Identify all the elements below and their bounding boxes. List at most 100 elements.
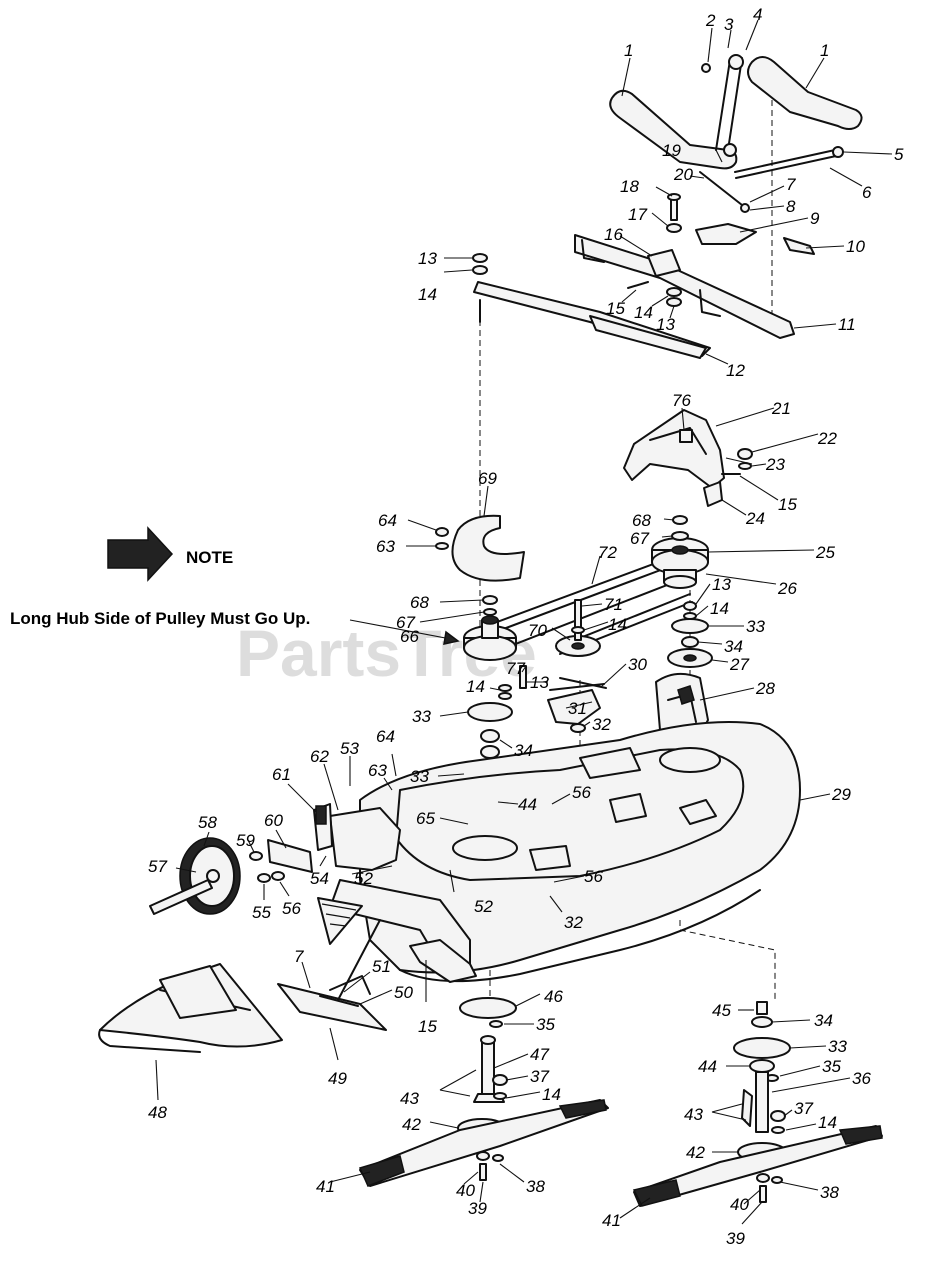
callout-15: 15 bbox=[418, 1017, 437, 1036]
callout-16: 16 bbox=[604, 225, 623, 244]
callout-14: 14 bbox=[466, 677, 485, 696]
callout-52: 52 bbox=[354, 869, 373, 888]
callout-64: 64 bbox=[376, 727, 395, 746]
callout-18: 18 bbox=[620, 177, 639, 196]
callout-64: 64 bbox=[378, 511, 397, 530]
callout-38: 38 bbox=[526, 1177, 545, 1196]
callout-39: 39 bbox=[726, 1229, 745, 1248]
callout-76: 76 bbox=[672, 391, 691, 410]
lift-arms bbox=[609, 54, 863, 170]
callout-32: 32 bbox=[592, 715, 611, 734]
callout-34: 34 bbox=[724, 637, 743, 656]
callout-71: 71 bbox=[604, 595, 623, 614]
callout-54: 54 bbox=[310, 869, 329, 888]
lift-rod bbox=[734, 146, 844, 179]
callout-67: 67 bbox=[396, 613, 415, 632]
blade-assembly-right bbox=[632, 1001, 883, 1207]
belt-guard bbox=[435, 514, 525, 582]
callout-25: 25 bbox=[815, 543, 835, 562]
callout-30: 30 bbox=[628, 655, 647, 674]
callout-61: 61 bbox=[272, 765, 291, 784]
callout-1: 1 bbox=[624, 41, 633, 60]
callout-41: 41 bbox=[316, 1177, 335, 1196]
callout-66: 66 bbox=[400, 627, 419, 646]
callout-14: 14 bbox=[608, 615, 627, 634]
idler-pulley bbox=[555, 599, 601, 657]
deck-hanger-bracket bbox=[473, 234, 795, 359]
callout-27: 27 bbox=[729, 655, 749, 674]
front-hanger bbox=[623, 409, 753, 507]
callout-62: 62 bbox=[310, 747, 329, 766]
idler-arm bbox=[519, 665, 607, 733]
callout-4: 4 bbox=[753, 5, 762, 24]
callout-13: 13 bbox=[712, 575, 731, 594]
callout-32: 32 bbox=[564, 913, 583, 932]
callout-24: 24 bbox=[745, 509, 765, 528]
lift-link bbox=[699, 171, 750, 213]
right-spindle-stack bbox=[667, 601, 713, 668]
callout-34: 34 bbox=[514, 741, 533, 760]
callout-33: 33 bbox=[410, 767, 429, 786]
callout-49: 49 bbox=[328, 1069, 347, 1088]
callout-40: 40 bbox=[730, 1195, 749, 1214]
callout-6: 6 bbox=[862, 183, 872, 202]
callout-14: 14 bbox=[634, 303, 653, 322]
blade-pulley-left bbox=[463, 595, 517, 661]
callout-72: 72 bbox=[598, 543, 617, 562]
callout-57: 57 bbox=[148, 857, 167, 876]
callout-68: 68 bbox=[410, 593, 429, 612]
callout-51: 51 bbox=[372, 957, 391, 976]
callout-48: 48 bbox=[148, 1103, 167, 1122]
callout-10: 10 bbox=[846, 237, 865, 256]
callout-60: 60 bbox=[264, 811, 283, 830]
callout-42: 42 bbox=[402, 1115, 421, 1134]
callout-37: 37 bbox=[530, 1067, 549, 1086]
note-label: NOTE bbox=[186, 548, 233, 567]
callout-44: 44 bbox=[698, 1057, 717, 1076]
callout-55: 55 bbox=[252, 903, 271, 922]
callout-35: 35 bbox=[536, 1015, 555, 1034]
callout-52: 52 bbox=[474, 897, 493, 916]
callout-43: 43 bbox=[684, 1105, 703, 1124]
callout-13: 13 bbox=[656, 315, 675, 334]
callout-33: 33 bbox=[412, 707, 431, 726]
callout-2: 2 bbox=[705, 11, 716, 30]
callout-14: 14 bbox=[418, 285, 437, 304]
note-callout: NOTE Long Hub Side of Pulley Must Go Up. bbox=[10, 526, 460, 645]
callout-39: 39 bbox=[468, 1199, 487, 1218]
callout-20: 20 bbox=[673, 165, 693, 184]
callout-29: 29 bbox=[831, 785, 851, 804]
callout-labels: 1 1 2 3 4 5 6 7 8 9 10 11 12 13 14 15 14… bbox=[148, 5, 904, 1248]
callout-53: 53 bbox=[340, 739, 359, 758]
callout-56: 56 bbox=[584, 867, 603, 886]
callout-14: 14 bbox=[710, 599, 729, 618]
callout-42: 42 bbox=[686, 1143, 705, 1162]
callout-63: 63 bbox=[376, 537, 395, 556]
note-arrow-icon bbox=[107, 526, 174, 582]
callout-35: 35 bbox=[822, 1057, 841, 1076]
callout-15: 15 bbox=[778, 495, 797, 514]
callout-56: 56 bbox=[572, 783, 591, 802]
callout-5: 5 bbox=[894, 145, 904, 164]
callout-31: 31 bbox=[568, 699, 587, 718]
note-text: Long Hub Side of Pulley Must Go Up. bbox=[10, 609, 310, 628]
callout-58: 58 bbox=[198, 813, 217, 832]
callout-19: 19 bbox=[662, 141, 681, 160]
callout-69: 69 bbox=[478, 469, 497, 488]
callout-1: 1 bbox=[820, 41, 829, 60]
callout-13: 13 bbox=[418, 249, 437, 268]
callout-11: 11 bbox=[838, 315, 856, 334]
callout-3: 3 bbox=[724, 15, 734, 34]
callout-50: 50 bbox=[394, 983, 413, 1002]
callout-17: 17 bbox=[628, 205, 647, 224]
leader-lines bbox=[155, 19, 893, 1225]
callout-59: 59 bbox=[236, 831, 255, 850]
callout-45: 45 bbox=[712, 1001, 731, 1020]
callout-46: 46 bbox=[544, 987, 563, 1006]
callout-67: 67 bbox=[630, 529, 649, 548]
upper-hardware bbox=[472, 193, 682, 307]
callout-21: 21 bbox=[771, 399, 791, 418]
callout-41: 41 bbox=[602, 1211, 621, 1230]
callout-15: 15 bbox=[606, 299, 625, 318]
